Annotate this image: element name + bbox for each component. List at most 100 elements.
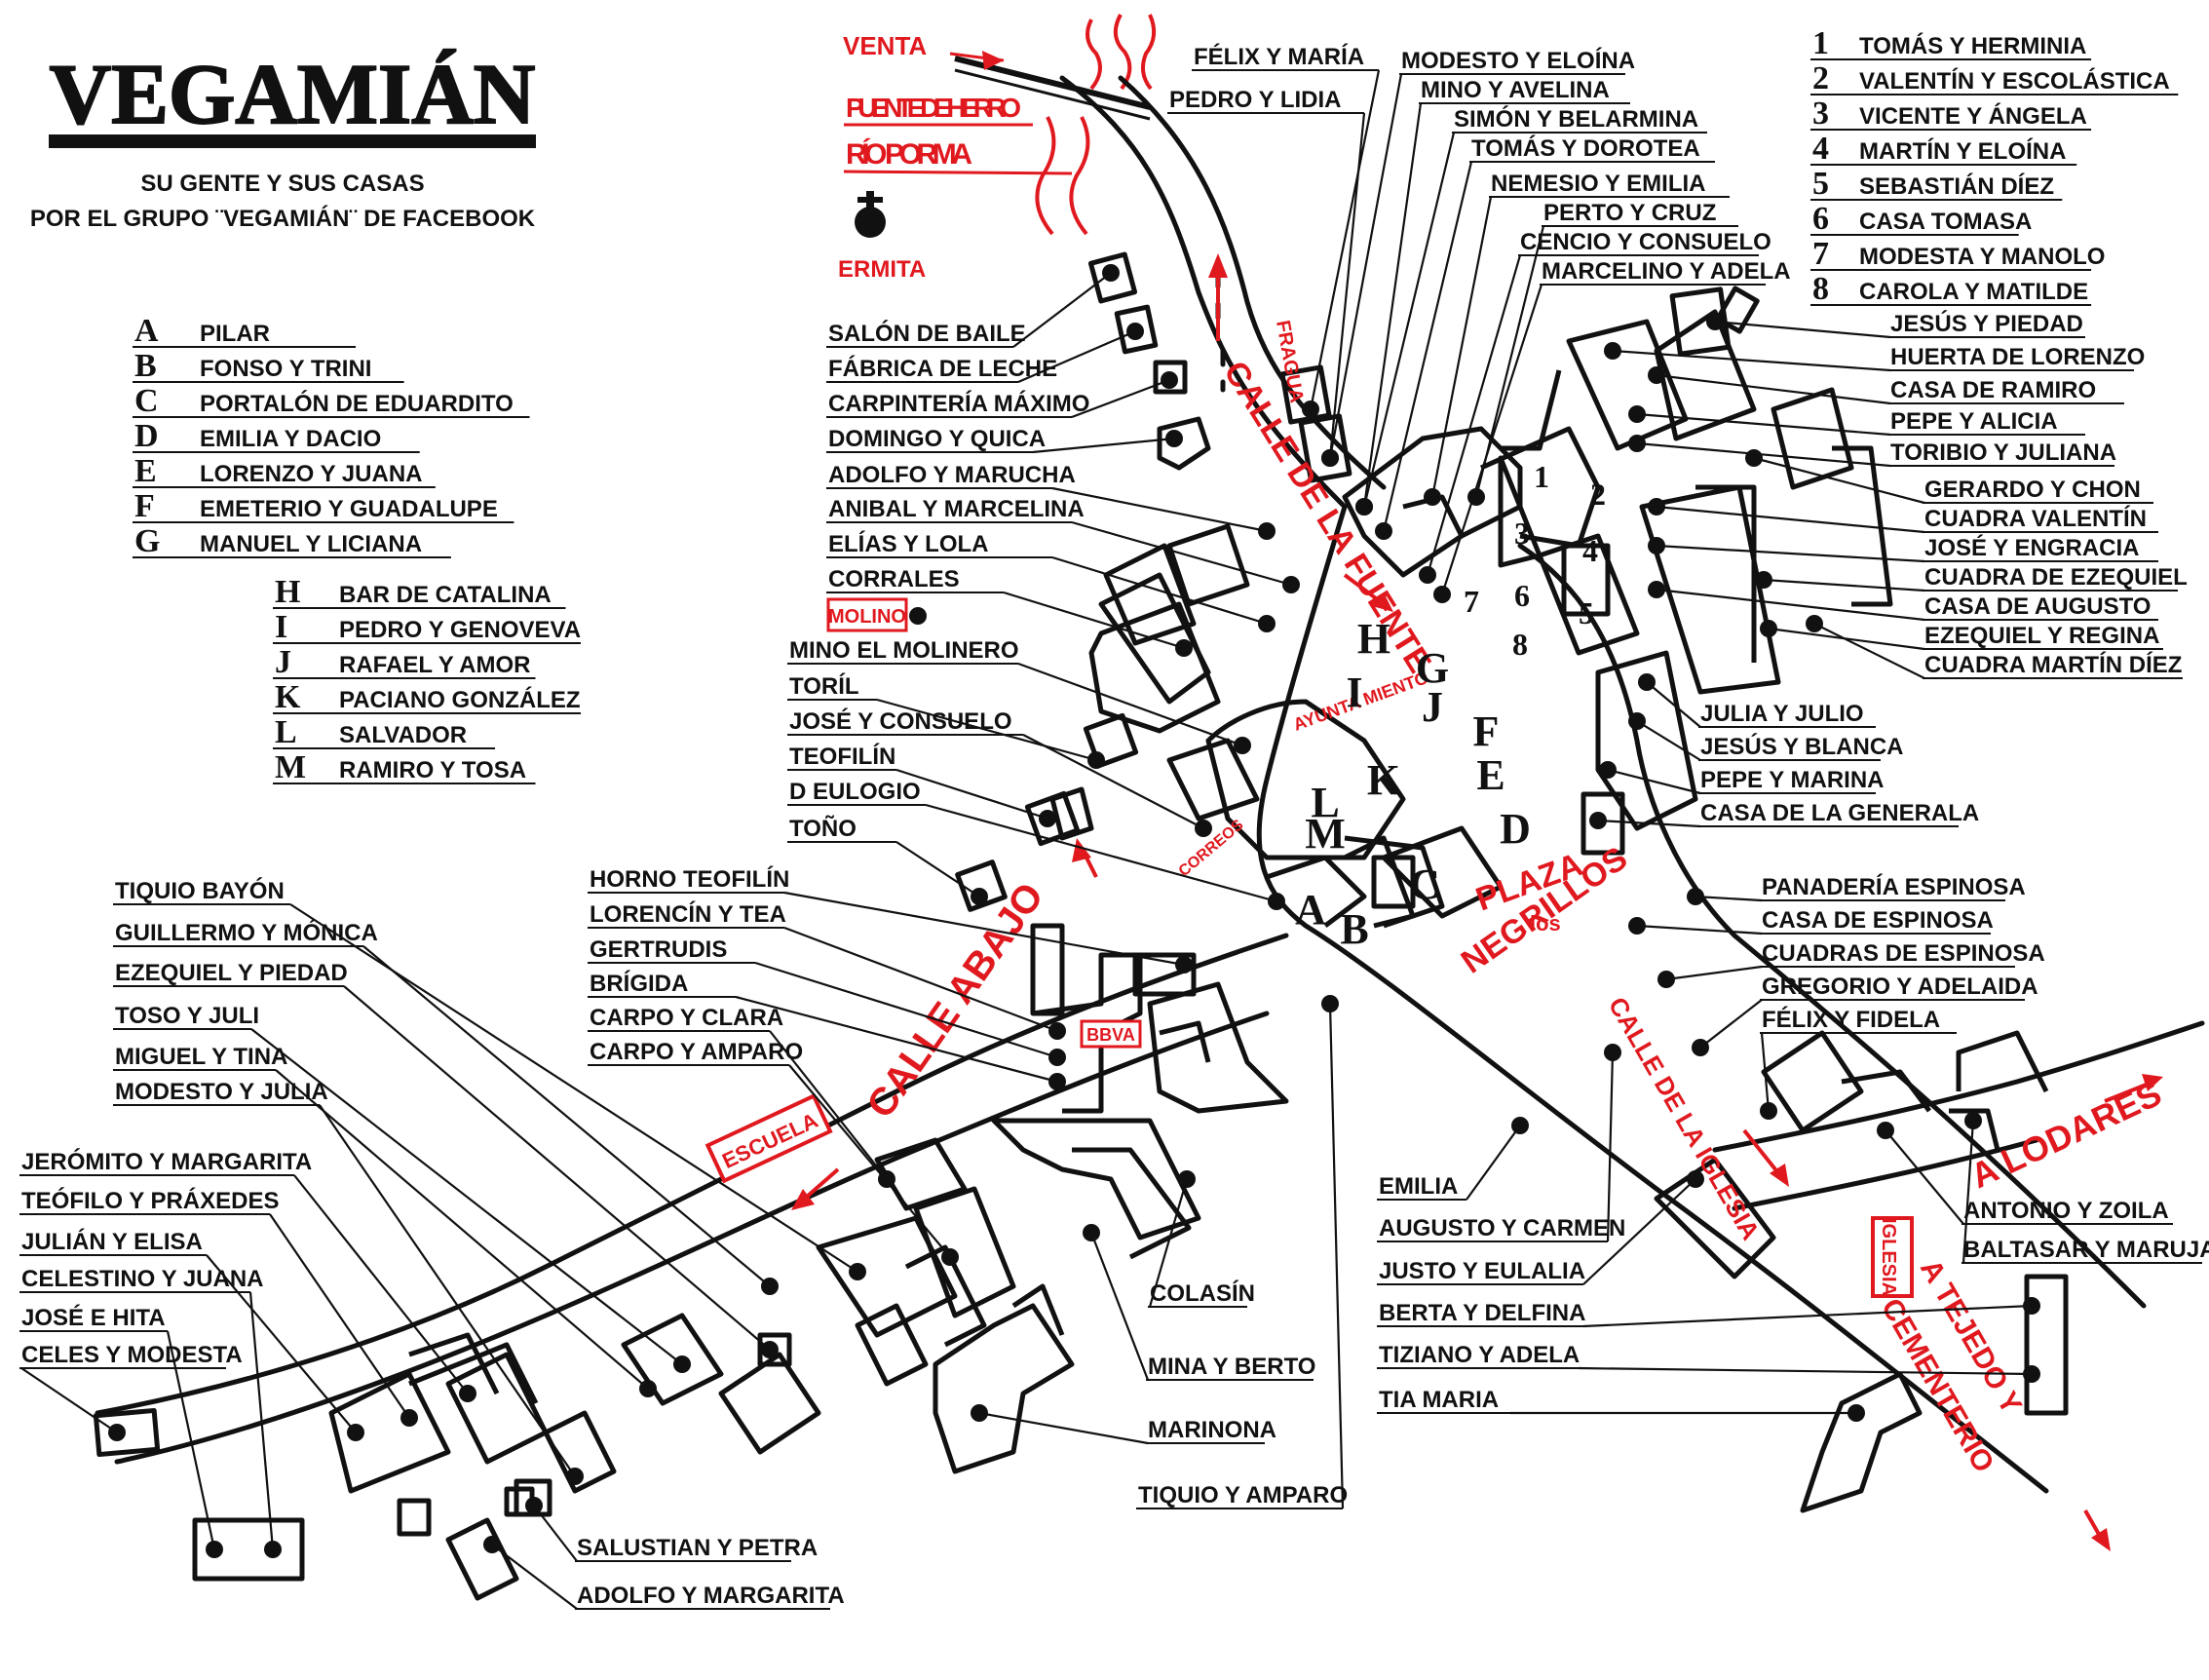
label-celestino-y-juana: CELESTINO Y JUANA [21, 1266, 264, 1292]
dot-anibal-y-marcelina [1282, 576, 1300, 593]
title-bar [49, 134, 536, 148]
legend-letter-key-k: K [275, 679, 301, 715]
dot-huerta-de-lorenzo [1604, 342, 1621, 360]
leader-julia-y-julio [1646, 681, 1701, 728]
plaza-los-label: los [1530, 911, 1561, 935]
label-perto-y-cruz: PERTO Y CRUZ [1543, 200, 1716, 226]
map-number-1: 1 [1534, 459, 1549, 494]
leader-adolfo-y-marucha [1051, 486, 1268, 533]
legend-letter-key-h: H [275, 574, 300, 610]
leader-tiquio-bayon [289, 903, 858, 1273]
dot-teofilo-y-praxedes [400, 1409, 418, 1427]
label-jesus-y-blanca: JESÚS Y BLANCA [1700, 733, 1904, 760]
leader-tomas-y-dorotea [1382, 161, 1473, 532]
dot-justo-y-eulalia [1687, 1170, 1704, 1188]
leader-baltasar-y-maruja [1961, 1120, 1975, 1264]
leader-simon-y-belarmina [1362, 132, 1456, 508]
dot-carpo-y-amparo [941, 1248, 959, 1266]
leader-celes-y-modesta [20, 1367, 118, 1433]
dot-baltasar-y-maruja [1964, 1112, 1982, 1129]
leader-gregorio-y-adelaida [1699, 999, 1763, 1049]
label-huerta-de-lorenzo: HUERTA DE LORENZO [1890, 344, 2145, 370]
dot-lorencin-y-tea [1048, 1022, 1066, 1040]
label-lorencin-y-tea: LORENCÍN Y TEA [590, 900, 786, 928]
label-tomas-y-dorotea: TOMÁS Y DOROTEA [1471, 134, 1700, 162]
label-brigida: BRÍGIDA [590, 970, 688, 997]
legend-letter-name-a: PILAR [200, 321, 270, 347]
dot-celes-y-modesta [108, 1424, 126, 1441]
label-nemesio-y-emilia: NEMESIO Y EMILIA [1491, 171, 1706, 197]
map-letter-k: K [1367, 756, 1400, 804]
legend-letter-key-c: C [134, 383, 159, 419]
buildings [93, 251, 2069, 1601]
dot-cuadra-martin-diez [1806, 615, 1823, 632]
legend-letter-name-b: FONSO Y TRINI [200, 356, 371, 382]
legend-letter-key-g: G [134, 523, 160, 559]
dot-carpinteria-maximo [1161, 371, 1178, 389]
leader-gertrudis [754, 961, 1058, 1059]
label-miguel-y-tina: MIGUEL Y TINA [115, 1044, 287, 1070]
leader-panaderia-espinosa [1695, 895, 1763, 902]
map-number-5: 5 [1579, 595, 1594, 630]
legend-number-key-5: 5 [1812, 166, 1829, 202]
map-number-4: 4 [1582, 533, 1598, 568]
legend-number-key-3: 3 [1812, 95, 1829, 132]
leader-teofilin [895, 768, 1048, 821]
dot-casa-de-augusto [1648, 581, 1665, 598]
leader-miguel-y-tina [275, 1069, 649, 1390]
dot-jose-y-consuelo [1195, 820, 1212, 837]
bbva-label: BBVA [1086, 1025, 1135, 1045]
leader-d-eulogio [925, 803, 1277, 903]
label-teofilo-y-praxedes: TEÓFILO Y PRÁXEDES [21, 1187, 280, 1214]
dot-gerardo-y-chon [1745, 449, 1763, 467]
dot-salon-de-baile [1102, 264, 1120, 282]
dot-tiquio-y-amparo [1321, 995, 1339, 1012]
label-panaderia-espinosa: PANADERÍA ESPINOSA [1762, 873, 2026, 900]
dot-augusto-y-carmen [1604, 1044, 1621, 1061]
leader-mina-y-berto [1089, 1232, 1150, 1381]
dot-julia-y-julio [1638, 673, 1656, 691]
label-salustian-y-petra: SALUSTIAN Y PETRA [577, 1535, 818, 1561]
leader-marinona [978, 1411, 1149, 1445]
leader-pepe-y-marina [1607, 768, 1701, 795]
dot-carpo-y-clara [878, 1170, 895, 1188]
label-adolfo-y-margarita: ADOLFO Y MARGARITA [577, 1583, 845, 1609]
ermita-label: ERMITA [838, 256, 926, 283]
leader-antonio-y-zoila [1885, 1129, 1964, 1225]
legend-letter-name-d: EMILIA Y DACIO [200, 426, 381, 452]
label-tiziano-y-adela: TIZIANO Y ADELA [1379, 1342, 1580, 1368]
map-number-8: 8 [1512, 627, 1528, 662]
dot-simon-y-belarmina [1355, 498, 1373, 515]
legend-letter-name-g: MANUEL Y LICIANA [200, 531, 422, 557]
label-modesto-y-eloina: MODESTO Y ELOÍNA [1401, 47, 1635, 74]
leader-modesto-y-julia [319, 1104, 576, 1477]
dot-ezequiel-y-regina [1760, 620, 1777, 637]
dot-modesto-y-julia [566, 1468, 584, 1485]
dot-toribio-y-juliana [1628, 435, 1646, 452]
label-elias-y-lola: ELÍAS Y LOLA [828, 530, 988, 557]
map-letter-d: D [1500, 805, 1531, 853]
dot-teofilin [1039, 810, 1056, 827]
label-julian-y-elisa: JULIÁN Y ELISA [21, 1228, 203, 1255]
dot-colasin [1178, 1170, 1196, 1188]
leader-mino-y-avelina [1362, 102, 1423, 508]
dot-gertrudis [1048, 1049, 1066, 1066]
leader-tono [895, 841, 980, 897]
label-celes-y-modesta: CELES Y MODESTA [21, 1342, 243, 1368]
label-casa-de-ramiro: CASA DE RAMIRO [1890, 377, 2096, 403]
legend-number-key-6: 6 [1812, 201, 1829, 237]
label-antonio-y-zoila: ANTONIO Y ZOILA [1963, 1198, 2169, 1224]
leader-salustian-y-petra [533, 1505, 578, 1562]
map-credit: POR EL GRUPO ¨VEGAMIÁN¨ DE FACEBOOK [30, 205, 536, 232]
label-fabrica-de-leche: FÁBRICA DE LECHE [828, 355, 1057, 382]
dot-cuadras-de-espinosa [1657, 971, 1675, 988]
leader-colasin [1148, 1178, 1189, 1308]
map-letter-a: A [1295, 886, 1326, 934]
leader-tiquio-y-amparo [1328, 1003, 1345, 1509]
label-pepe-y-alicia: PEPE Y ALICIA [1890, 408, 2058, 435]
legend-number-name-2: VALENTÍN Y ESCOLÁSTICA [1859, 67, 2170, 95]
dot-celestino-y-juana [264, 1541, 282, 1558]
label-cuadra-valentin: CUADRA VALENTÍN [1924, 505, 2147, 532]
